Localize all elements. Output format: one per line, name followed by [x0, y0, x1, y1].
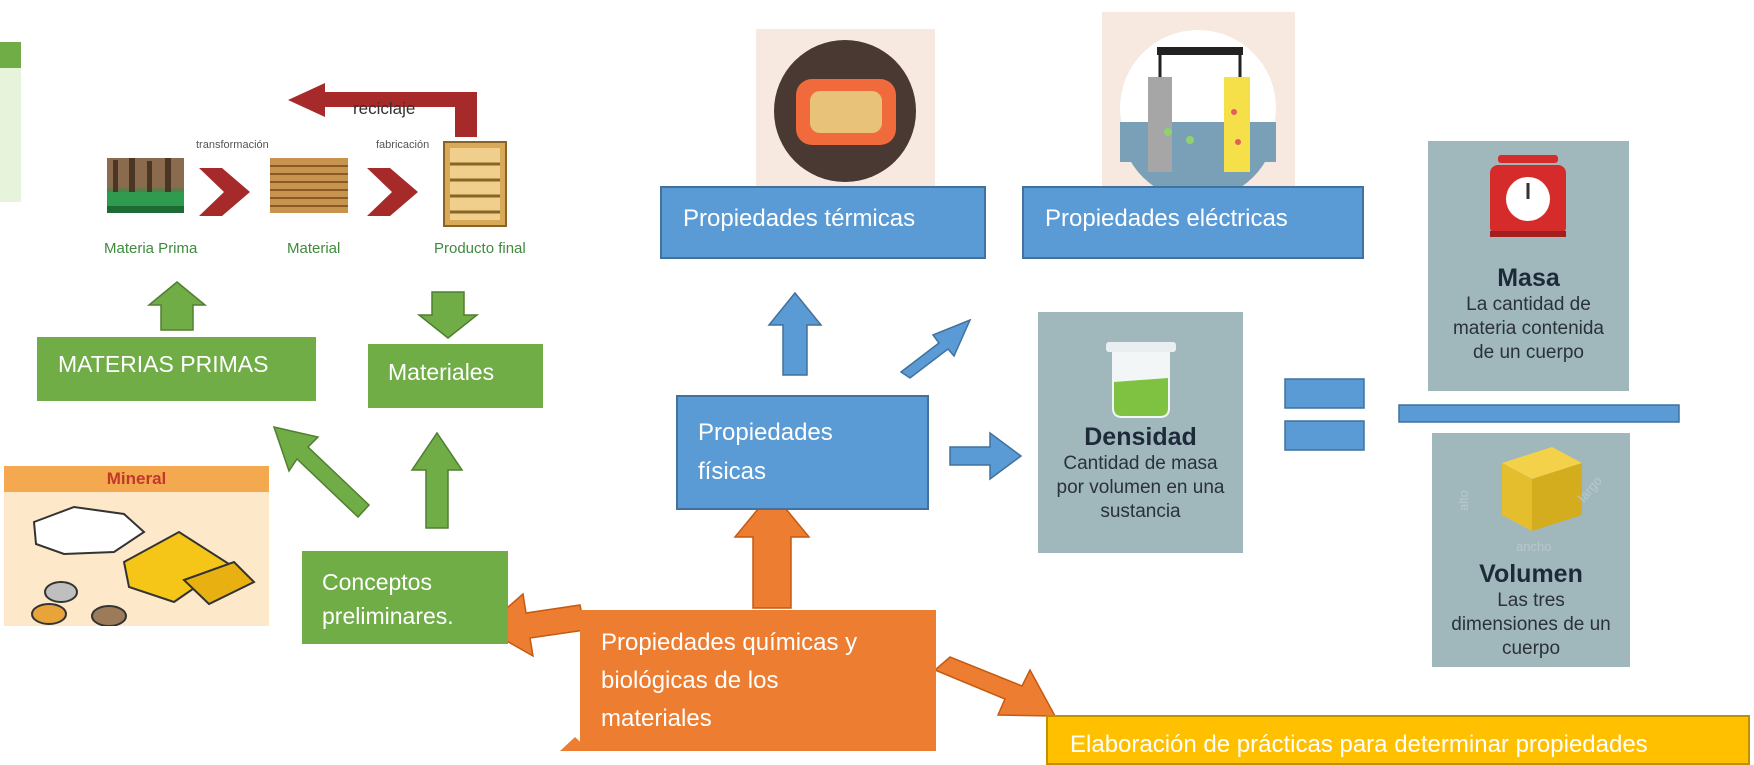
prop-quimicas-line2: biológicas de los	[601, 667, 779, 694]
materias-primas-box: MATERIAS PRIMAS	[37, 337, 316, 401]
densidad-line2: por volumen en una	[1056, 477, 1225, 498]
producto-final-caption: Producto final	[434, 240, 526, 257]
scale-icon	[1490, 155, 1566, 237]
reciclaje-arrow-drop	[455, 92, 477, 137]
equals-bar-bottom	[1284, 420, 1365, 451]
prop-quimicas-line1: Propiedades químicas y	[601, 629, 858, 656]
reciclaje-label: reciclaje	[353, 99, 416, 118]
prop-termicas-text: Propiedades térmicas	[683, 205, 916, 232]
densidad-card: Densidad Cantidad de masa por volumen en…	[1038, 312, 1243, 553]
left-edge-panel	[0, 42, 21, 202]
forest-image	[107, 158, 184, 213]
masa-line3: de un cuerpo	[1473, 342, 1584, 363]
prop-electricas-box: Propiedades eléctricas	[1022, 186, 1364, 259]
arrow-to-electricas	[899, 318, 972, 379]
arrow-conceptos-to-materias	[272, 425, 371, 519]
transformacion-label: transformación	[196, 139, 269, 151]
transformacion-arrow	[199, 168, 250, 216]
masa-line1: La cantidad de	[1466, 294, 1591, 315]
arrow-up-termicas	[767, 291, 823, 376]
prop-fisicas-line2: físicas	[698, 458, 767, 485]
materia-prima-caption: Materia Prima	[104, 240, 198, 257]
shelf-image	[442, 140, 508, 228]
materiales-text: Materiales	[388, 359, 495, 385]
mineral-header: Mineral	[4, 466, 269, 492]
elaboracion-text: Elaboración de prácticas para determinar…	[1070, 731, 1648, 758]
volumen-card: alto largo ancho Volumen Las tres dimens…	[1432, 433, 1630, 667]
volumen-line1: Las tres	[1497, 590, 1565, 611]
fabricacion-label: fabricación	[376, 139, 430, 151]
arrow-up-materias	[146, 281, 208, 331]
prop-quimicas-box: Propiedades químicas y biológicas de los…	[580, 610, 936, 751]
fabricacion-arrow	[367, 168, 418, 216]
volumen-line3: cuerpo	[1501, 638, 1561, 659]
reciclaje-arrow	[288, 83, 470, 137]
masa-card: Masa La cantidad de materia contenida de…	[1428, 141, 1629, 391]
masa-line2: materia contenida	[1452, 318, 1605, 339]
mineral-label: Mineral	[106, 469, 167, 488]
prop-electricas-text: Propiedades eléctricas	[1045, 205, 1288, 232]
planks-image	[270, 158, 348, 213]
beaker-icon	[1106, 342, 1176, 418]
equals-bar-top	[1284, 378, 1365, 409]
arrow-to-densidad	[949, 431, 1023, 481]
arrow-to-elaboracion	[933, 656, 1057, 717]
densidad-title: Densidad	[1084, 423, 1197, 451]
material-caption: Material	[287, 240, 341, 257]
densidad-line3: sustancia	[1100, 501, 1181, 522]
arrow-conceptos-to-materiales	[410, 431, 464, 529]
mineral-image: Mineral	[4, 466, 269, 627]
svg-text:ancho: ancho	[1516, 539, 1551, 554]
svg-text:alto: alto	[1456, 490, 1471, 511]
volumen-title: Volumen	[1479, 560, 1583, 588]
masa-title: Masa	[1497, 264, 1560, 292]
conceptos-box: Conceptos preliminares.	[302, 551, 508, 644]
conceptos-line2: preliminares.	[322, 603, 454, 629]
thermal-image	[756, 29, 935, 189]
materias-primas-text: MATERIAS PRIMAS	[58, 351, 269, 377]
arrow-up-fisicas	[733, 490, 811, 609]
densidad-line1: Cantidad de masa	[1063, 453, 1218, 474]
box-icon: alto largo ancho	[1456, 447, 1605, 554]
prop-fisicas-box: Propiedades físicas	[676, 395, 929, 510]
prop-fisicas-line1: Propiedades	[698, 419, 833, 446]
fraction-bar	[1398, 404, 1680, 423]
electrical-image	[1102, 12, 1295, 200]
left-edge-header	[0, 42, 21, 68]
prop-quimicas-line3: materiales	[601, 705, 712, 732]
prop-termicas-box: Propiedades térmicas	[660, 186, 986, 259]
volumen-line2: dimensiones de un	[1451, 614, 1611, 635]
materiales-box: Materiales	[368, 344, 543, 408]
conceptos-line1: Conceptos	[322, 569, 432, 595]
elaboracion-box: Elaboración de prácticas para determinar…	[1046, 715, 1750, 765]
mineral-illustration	[31, 505, 256, 627]
arrow-down-materiales	[416, 291, 480, 339]
